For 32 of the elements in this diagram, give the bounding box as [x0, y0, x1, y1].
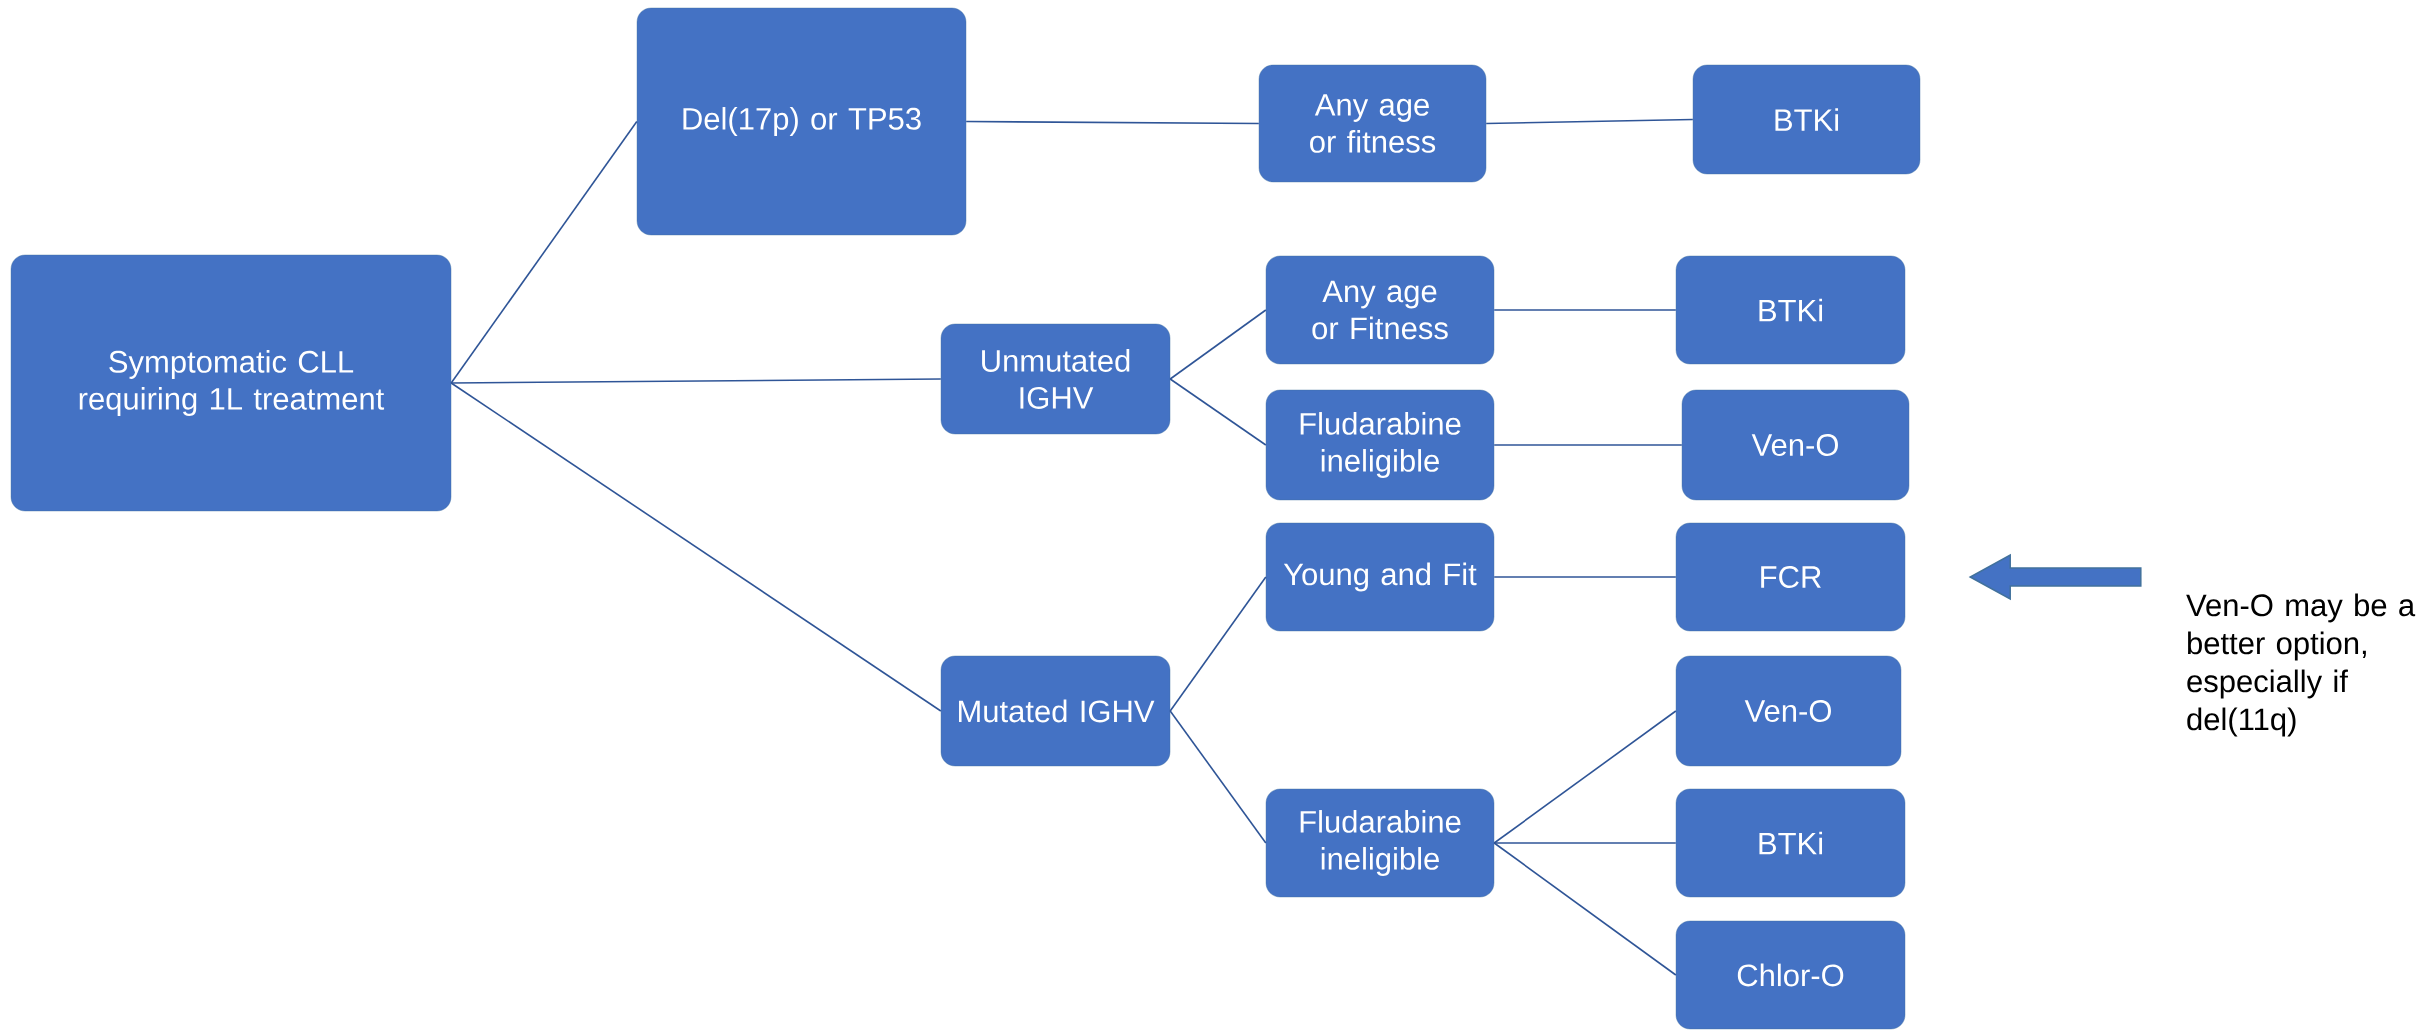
process-box: BTKi	[1675, 788, 1906, 898]
process-box: BTKi	[1692, 64, 1921, 175]
connector-line	[450, 382, 942, 712]
connector-line	[1493, 309, 1677, 311]
connector-line	[1493, 444, 1683, 446]
process-box: Symptomatic CLL requiring 1L treatment	[10, 254, 452, 512]
note-text: Ven-O may be a better option, especially if del(11q)	[2186, 593, 2416, 737]
process-box: Del(17p) or TP53	[636, 7, 967, 236]
process-box: Any age or Fitness	[1265, 255, 1495, 365]
process-box: Unmutated IGHV	[940, 323, 1171, 435]
connector-line	[1169, 309, 1267, 380]
process-box: FCR	[1675, 522, 1906, 632]
connector-line	[1493, 576, 1677, 578]
connector-line	[1493, 842, 1677, 844]
process-box: Mutated IGHV	[940, 655, 1171, 767]
connector-line	[450, 120, 638, 384]
process-box: Fludarabine ineligible	[1265, 788, 1495, 898]
connector-line	[450, 378, 942, 384]
process-box: Ven-O	[1675, 655, 1902, 767]
process-box: Ven-O	[1681, 389, 1910, 501]
connector-line	[1169, 710, 1267, 844]
process-box: Any age or fitness	[1258, 64, 1487, 183]
process-box: Young and Fit	[1265, 522, 1495, 632]
process-box: Fludarabine ineligible	[1265, 389, 1495, 501]
connector-line	[1169, 576, 1267, 712]
connector-line	[1169, 378, 1267, 446]
connector-line	[1485, 118, 1694, 125]
connector-line	[1493, 842, 1677, 976]
process-box: BTKi	[1675, 255, 1906, 365]
process-box: Chlor-O	[1675, 920, 1906, 1030]
connector-line	[965, 120, 1260, 125]
connector-line	[1493, 710, 1677, 844]
